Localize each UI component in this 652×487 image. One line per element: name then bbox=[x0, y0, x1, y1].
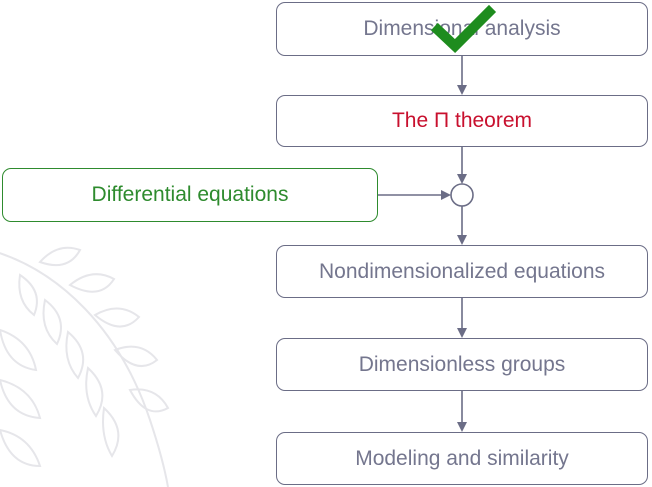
checkmark-icon bbox=[0, 0, 652, 487]
